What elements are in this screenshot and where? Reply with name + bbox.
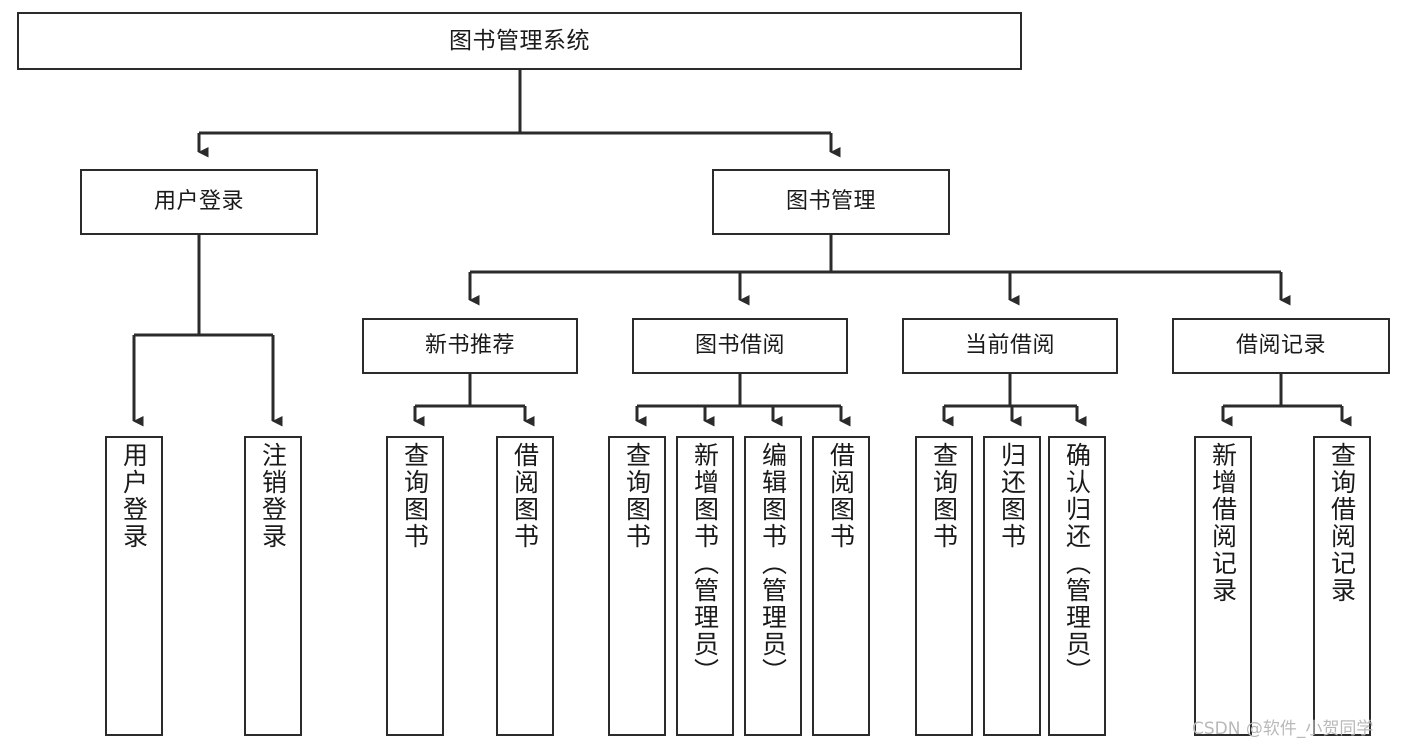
node-label: 查询图书 <box>929 442 959 550</box>
node-label: 当前借阅 <box>964 333 1055 359</box>
node-label: 借阅图书 <box>826 442 856 550</box>
node-label: 确认归还（管理员） <box>1062 442 1092 685</box>
csdn-watermark: CSDN @软件_小贺同学 <box>1192 719 1374 739</box>
node-leaf-query-book-1[interactable]: 查询图书 <box>386 436 444 736</box>
node-leaf-query-record[interactable]: 查询借阅记录 <box>1313 436 1371 736</box>
node-leaf-edit-book[interactable]: 编辑图书（管理员） <box>744 436 802 736</box>
node-leaf-borrow-book-1[interactable]: 借阅图书 <box>496 436 554 736</box>
node-label: 新增借阅记录 <box>1208 442 1238 604</box>
node-root-book-management-system[interactable]: 图书管理系统 <box>17 12 1022 70</box>
node-label: 图书管理系统 <box>449 27 590 54</box>
node-leaf-user-login[interactable]: 用户登录 <box>105 436 163 736</box>
node-leaf-logout-login[interactable]: 注销登录 <box>244 436 302 736</box>
node-label: 查询图书 <box>400 442 430 550</box>
node-current-borrow[interactable]: 当前借阅 <box>902 318 1118 374</box>
node-label: 查询图书 <box>622 442 652 550</box>
node-label: 编辑图书（管理员） <box>758 442 788 685</box>
node-label: 用户登录 <box>153 189 244 215</box>
node-leaf-confirm-return[interactable]: 确认归还（管理员） <box>1048 436 1106 736</box>
node-label: 新增图书（管理员） <box>690 442 720 685</box>
node-leaf-add-record[interactable]: 新增借阅记录 <box>1194 436 1252 736</box>
node-label: 查询借阅记录 <box>1327 442 1357 604</box>
node-label: 借阅记录 <box>1235 333 1326 359</box>
node-label: 用户登录 <box>119 442 149 550</box>
node-book-borrow[interactable]: 图书借阅 <box>632 318 848 374</box>
node-user-login[interactable]: 用户登录 <box>80 169 318 235</box>
node-label: 借阅图书 <box>510 442 540 550</box>
node-leaf-return-book[interactable]: 归还图书 <box>983 436 1041 736</box>
node-label: 归还图书 <box>997 442 1027 550</box>
node-label: 图书借阅 <box>694 333 785 359</box>
node-leaf-add-book[interactable]: 新增图书（管理员） <box>676 436 734 736</box>
node-new-book-recommend[interactable]: 新书推荐 <box>362 318 578 374</box>
node-leaf-borrow-book-2[interactable]: 借阅图书 <box>812 436 870 736</box>
node-label: 新书推荐 <box>424 333 515 359</box>
node-leaf-query-book-3[interactable]: 查询图书 <box>915 436 973 736</box>
node-label: 注销登录 <box>258 442 288 550</box>
node-book-manage[interactable]: 图书管理 <box>712 169 950 235</box>
node-leaf-query-book-2[interactable]: 查询图书 <box>608 436 666 736</box>
node-label: 图书管理 <box>785 189 876 215</box>
node-borrow-record[interactable]: 借阅记录 <box>1172 318 1390 374</box>
